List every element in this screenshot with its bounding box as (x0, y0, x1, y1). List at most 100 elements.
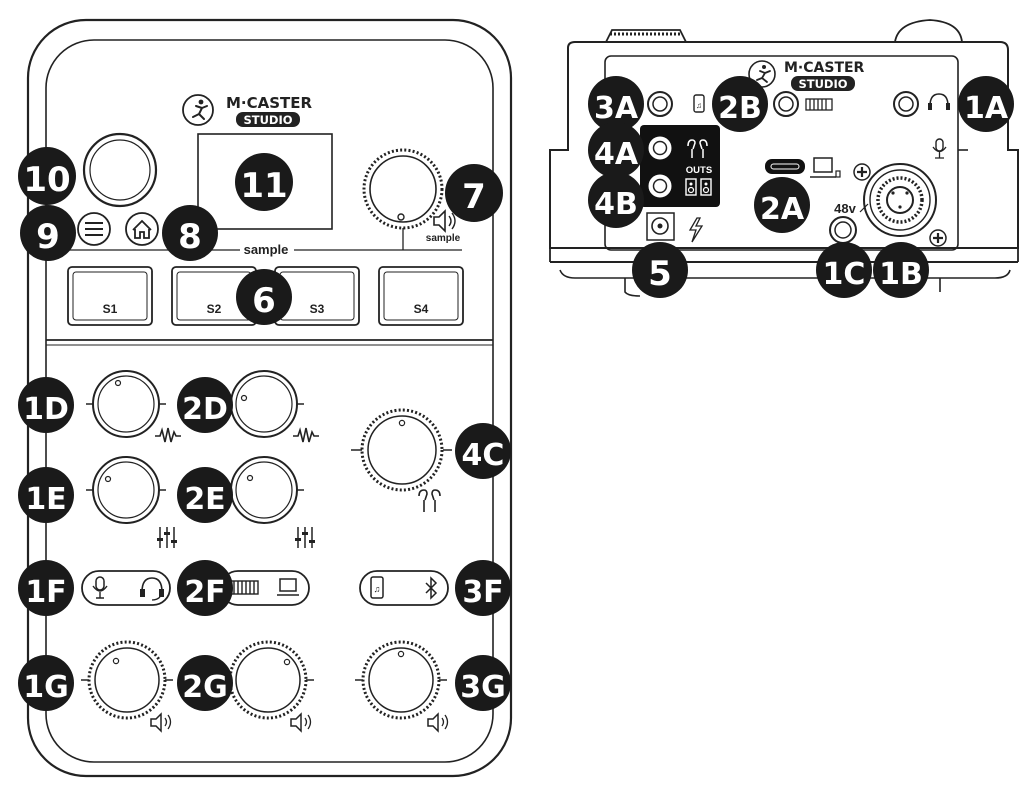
svg-text:4B: 4B (594, 187, 638, 222)
pad-s1[interactable]: S1 (67, 266, 153, 326)
svg-text:2G: 2G (182, 670, 228, 705)
svg-text:1D: 1D (23, 392, 69, 427)
svg-text:7: 7 (462, 177, 486, 217)
svg-text:2F: 2F (184, 575, 225, 610)
knob-1g[interactable] (81, 640, 173, 720)
callout-10: 10 (18, 147, 76, 205)
pad-s4[interactable]: S4 (378, 266, 464, 326)
svg-text:2E: 2E (184, 482, 225, 517)
callout-2e: 2E (177, 467, 233, 523)
runner-icon (756, 65, 771, 83)
svg-text:4A: 4A (594, 137, 639, 172)
speakers-icon (685, 178, 712, 196)
usb-c-port[interactable] (765, 159, 805, 174)
brand-name: M·CASTER (226, 94, 313, 112)
svg-text:3G: 3G (460, 670, 506, 705)
callout-3a: 3A (588, 76, 644, 132)
display-screen (197, 133, 333, 230)
rear-brand-logo: M·CASTER STUDIO (748, 60, 865, 91)
sample-label: sample (244, 242, 289, 257)
callout-7: 7 (445, 164, 503, 222)
knob-7[interactable] (362, 148, 444, 230)
switch-2f[interactable] (220, 570, 310, 606)
menu-icon (85, 222, 103, 236)
callout-6: 6 (236, 269, 292, 325)
knob-sample-label: sample (426, 233, 461, 244)
svg-text:3A: 3A (594, 91, 639, 126)
speaker-icon (150, 712, 172, 733)
home-icon (132, 219, 152, 239)
callout-1a: 1A (958, 76, 1014, 132)
callout-1f: 1F (18, 560, 74, 616)
knob-10[interactable] (82, 132, 158, 208)
jack-3a[interactable] (647, 91, 673, 117)
pad-s4-label: S4 (414, 302, 429, 316)
svg-text:5: 5 (648, 254, 672, 294)
callout-1g: 1G (18, 655, 74, 711)
brand-logo: M·CASTER STUDIO (182, 94, 313, 127)
home-button[interactable] (125, 212, 159, 246)
eq-sliders-icon (157, 527, 177, 548)
jack-2b[interactable] (773, 91, 799, 117)
jack-1a[interactable] (893, 91, 919, 117)
eq-sliders-icon (295, 527, 315, 548)
speaker-icon (427, 712, 449, 733)
callout-2f: 2F (177, 560, 233, 616)
svg-text:1E: 1E (25, 482, 66, 517)
callout-2g: 2G (177, 655, 233, 711)
jack-4a[interactable] (648, 136, 672, 160)
svg-text:6: 6 (252, 281, 276, 321)
waveform-icon (293, 427, 319, 443)
computer-icon (810, 157, 841, 178)
callout-4b: 4B (588, 172, 644, 228)
switch-3f[interactable]: ♫ (359, 570, 449, 606)
callout-1d: 1D (18, 377, 74, 433)
svg-text:11: 11 (240, 166, 287, 206)
earbuds-icon (418, 489, 441, 512)
callout-3f: 3F (455, 560, 511, 616)
menu-button[interactable] (77, 212, 111, 246)
power-jack[interactable] (646, 212, 675, 241)
headset-icon (140, 577, 164, 601)
phantom-label: 48v (834, 201, 856, 216)
knob-2g[interactable] (222, 640, 314, 720)
svg-text:1B: 1B (879, 257, 923, 292)
pad-s3-label: S3 (310, 302, 325, 316)
brand-sub: STUDIO (243, 113, 292, 127)
svg-text:♫: ♫ (374, 584, 381, 594)
screw-icon (853, 163, 871, 181)
knob-1d[interactable] (86, 370, 166, 438)
knob-2d[interactable] (224, 370, 304, 438)
knob-4c[interactable] (351, 408, 452, 492)
callout-3g: 3G (455, 655, 511, 711)
phone-icon: ♫ (693, 94, 705, 113)
outputs-panel: OUTS (640, 125, 720, 207)
callout-8: 8 (162, 205, 218, 261)
knob-1e[interactable] (86, 456, 166, 524)
svg-text:2D: 2D (182, 392, 228, 427)
xlr-combo-jack[interactable] (863, 163, 937, 237)
rear-brand-name: M·CASTER (784, 60, 865, 76)
runner-icon (192, 99, 208, 120)
callout-1b: 1B (873, 242, 929, 298)
microphone-icon (92, 576, 108, 599)
svg-text:8: 8 (178, 217, 202, 257)
phone-icon: ♫ (370, 576, 384, 599)
phantom-power-button[interactable] (829, 216, 857, 244)
waveform-icon (155, 427, 181, 443)
svg-text:♫: ♫ (696, 101, 702, 110)
svg-text:1C: 1C (823, 257, 866, 292)
svg-text:2B: 2B (718, 91, 762, 126)
callout-2b: 2B (712, 76, 768, 132)
svg-text:1A: 1A (964, 91, 1009, 126)
callout-1c: 1C (816, 242, 872, 298)
computer-icon (277, 578, 299, 596)
knob-2e[interactable] (224, 456, 304, 524)
jack-4b[interactable] (648, 174, 672, 198)
lightning-icon (688, 217, 704, 243)
outs-label: OUTS (686, 165, 712, 176)
pad-s2-label: S2 (207, 302, 222, 316)
svg-text:1G: 1G (23, 670, 69, 705)
knob-3g[interactable] (355, 640, 447, 720)
switch-1f[interactable] (81, 570, 171, 606)
